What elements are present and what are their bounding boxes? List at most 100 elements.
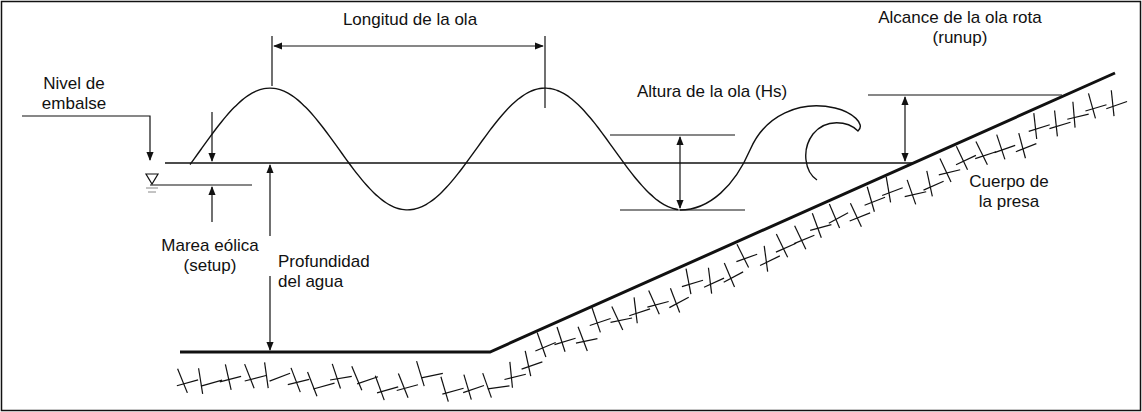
hatch-stroke — [1106, 102, 1127, 109]
hatch-stroke — [441, 377, 448, 402]
hatch-stroke — [724, 272, 743, 282]
hatch-stroke — [442, 388, 463, 394]
hatch-stroke — [578, 327, 587, 351]
leader-line — [22, 116, 150, 160]
dimension-label: Longitud de la ola — [300, 10, 520, 30]
hatch-stroke — [976, 142, 988, 165]
hatch-stroke — [417, 361, 425, 386]
hatch-stroke — [670, 288, 679, 312]
dimension-label: Alcance de la ola rota (runup) — [860, 8, 1060, 48]
dimension-tick — [271, 36, 272, 86]
hatch-stroke — [398, 374, 408, 398]
hatch-stroke — [483, 373, 492, 398]
hatch-stroke — [1019, 133, 1026, 158]
setup-arrow — [211, 112, 212, 161]
hatch-stroke — [704, 278, 724, 287]
hatch-stroke — [647, 301, 668, 307]
hatch-stroke — [794, 235, 814, 243]
hatch-stroke — [504, 374, 525, 379]
hatch-stroke — [522, 362, 543, 369]
hatch-stroke — [764, 246, 767, 272]
hatch-stroke — [612, 306, 623, 330]
hatch-stroke — [555, 338, 576, 344]
hatch-stroke — [669, 297, 688, 307]
hatch-stroke — [829, 213, 848, 224]
hatch-stroke — [1049, 122, 1070, 128]
hatch-stroke — [776, 243, 796, 252]
hatch-stroke — [1085, 105, 1106, 111]
wave — [190, 88, 860, 210]
hatch-stroke — [488, 386, 510, 389]
hatch-stroke — [590, 319, 611, 326]
hatch-stroke — [634, 297, 637, 323]
hatch-stroke — [629, 309, 650, 316]
hatch-stroke — [776, 234, 787, 257]
hatch-stroke — [1067, 114, 1088, 119]
hatch-stroke — [649, 290, 660, 314]
hatch-stroke — [313, 383, 334, 389]
breaking-wave — [680, 106, 860, 210]
runup-line — [868, 94, 1062, 95]
hatch-stroke — [270, 373, 291, 381]
hatch-stroke — [810, 225, 831, 231]
hatch-stroke — [905, 192, 926, 197]
hatch-stroke — [975, 152, 996, 159]
hatch-stroke — [464, 375, 471, 400]
water-symbol — [146, 174, 158, 184]
hatch-stroke — [1029, 125, 1050, 132]
hatch-stroke — [850, 203, 861, 227]
height-dimension — [679, 137, 680, 208]
hatch-stroke — [557, 327, 565, 352]
hatch-stroke — [525, 351, 531, 376]
hatch-stroke — [178, 369, 188, 393]
hatch-stroke — [245, 375, 266, 381]
dam-slope — [180, 73, 1115, 352]
hatch-stroke — [177, 380, 198, 386]
hatch-stroke — [724, 263, 734, 287]
hatch-stroke — [332, 364, 340, 389]
dimension-tick — [544, 36, 545, 108]
hatch-stroke — [886, 177, 890, 203]
hatch-stroke — [682, 280, 703, 286]
hatch-stroke — [535, 343, 555, 351]
hatching — [177, 90, 1127, 401]
hatch-stroke — [795, 226, 806, 249]
hatch-stroke — [1073, 102, 1075, 128]
hatch-stroke — [956, 146, 967, 169]
hatch-stroke — [201, 380, 222, 386]
hatch-stroke — [1016, 144, 1036, 152]
hatch-stroke — [291, 368, 300, 392]
hatch-stroke — [686, 269, 691, 295]
hatch-stroke — [812, 213, 821, 237]
hatch-stroke — [865, 197, 885, 205]
hatch-stroke — [829, 204, 839, 228]
hatch-stroke — [907, 180, 916, 205]
dimension-label: Profundidad del agua — [276, 252, 386, 292]
wavelength-dimension — [274, 45, 543, 46]
hatch-stroke — [245, 364, 254, 388]
hatch-stroke — [288, 379, 309, 384]
hatch-stroke — [375, 376, 384, 400]
hatch-stroke — [463, 386, 484, 393]
part-label: Cuerpo de la presa — [962, 172, 1056, 212]
setup-line — [150, 184, 252, 185]
runup-dimension — [904, 97, 905, 161]
water-symbol — [146, 188, 158, 189]
hatch-stroke — [592, 308, 600, 333]
hatch-stroke — [940, 159, 951, 183]
hatch-stroke — [994, 145, 1015, 152]
hatch-stroke — [737, 244, 749, 267]
hatch-stroke — [576, 339, 598, 344]
hatch-stroke — [308, 372, 317, 396]
hatch-stroke — [882, 188, 903, 196]
hatch-stroke — [956, 155, 976, 164]
hatch-stroke — [220, 376, 241, 381]
hatch-stroke — [924, 181, 944, 190]
hatch-stroke — [927, 171, 933, 196]
hatch-stroke — [997, 135, 1005, 160]
hatch-stroke — [1034, 113, 1037, 139]
hatch-stroke — [611, 318, 633, 322]
hatch-stroke — [939, 170, 960, 175]
hatch-stroke — [330, 376, 352, 380]
